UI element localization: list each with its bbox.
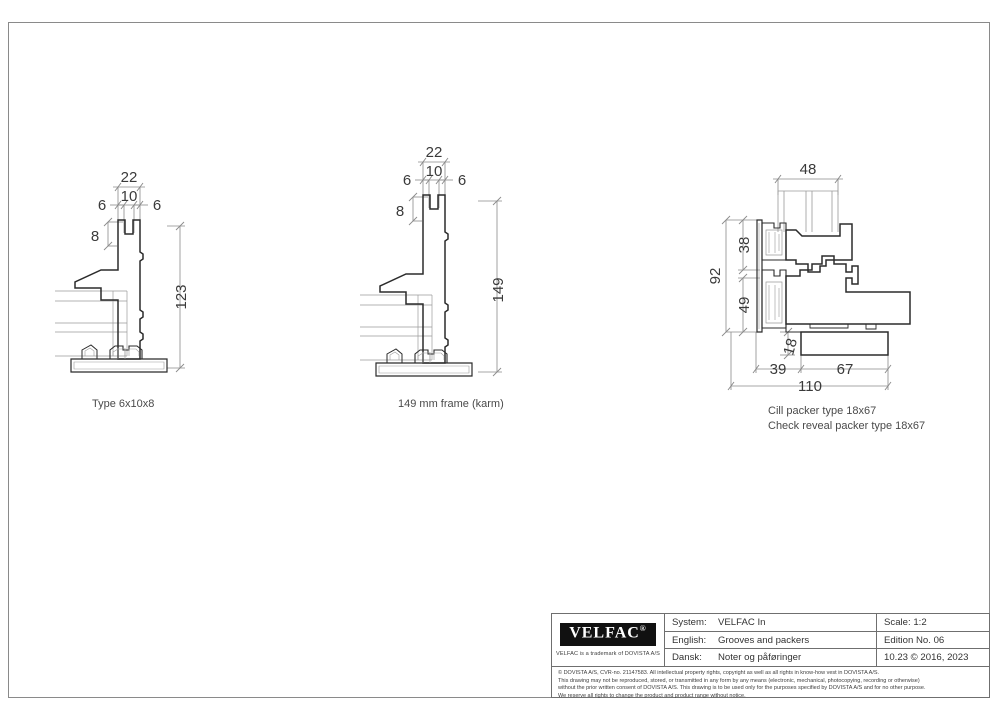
dansk-row: Dansk: Noter og påføringer bbox=[665, 649, 876, 666]
title-block: VELFAC® VELFAC is a trademark of DOVISTA… bbox=[551, 613, 990, 700]
date-copyright-row: 10.23 © 2016, 2023 bbox=[884, 652, 969, 664]
drawing-1-caption: Type 6x10x8 bbox=[92, 394, 154, 412]
copyright-block: © DOVISTA A/S, CVR-no. 21147583. All int… bbox=[552, 666, 989, 700]
logo-cell: VELFAC® VELFAC is a trademark of DOVISTA… bbox=[552, 614, 665, 666]
drawing-3-figure: 48 38 92 49 18 39 67 110 bbox=[707, 161, 911, 395]
sill-detail bbox=[70, 344, 168, 373]
english-label: English: bbox=[672, 634, 707, 646]
page-border bbox=[8, 22, 990, 698]
glazing-unit-lines bbox=[777, 190, 839, 232]
dim-10: 10 bbox=[426, 163, 443, 180]
dim-49: 49 bbox=[736, 297, 753, 314]
frame-profile-outline bbox=[785, 255, 911, 325]
drawing-2-caption: 149 mm frame (karm) bbox=[398, 394, 504, 412]
dim-6-left: 6 bbox=[98, 197, 106, 214]
dim-48: 48 bbox=[800, 161, 817, 178]
dim-18: 18 bbox=[780, 337, 801, 358]
dim-8: 8 bbox=[396, 203, 404, 220]
dansk-label: Dansk: bbox=[672, 652, 702, 664]
caption-line-1: Cill packer type 18x67 bbox=[768, 405, 877, 417]
drawing-1-figure: 22 10 6 6 8 123 bbox=[55, 169, 190, 373]
dim-149: 149 bbox=[490, 277, 507, 302]
dim-39: 39 bbox=[770, 361, 787, 378]
dim-110: 110 bbox=[798, 378, 822, 395]
glazing-lines-left bbox=[360, 294, 433, 361]
trademark-note: VELFAC is a trademark of DOVISTA A/S bbox=[556, 650, 660, 657]
dim-6-right: 6 bbox=[153, 197, 161, 214]
title-block-right: Scale: 1:2 Edition No. 06 10.23 © 2016, … bbox=[877, 614, 989, 666]
frame-profile-outline bbox=[379, 194, 449, 364]
caption-line-2: Check reveal packer type 18x67 bbox=[768, 419, 926, 432]
dim-123: 123 bbox=[173, 284, 190, 309]
english-row: English: Grooves and packers bbox=[665, 632, 876, 650]
dim-6-right: 6 bbox=[458, 172, 466, 189]
system-row: System: VELFAC In bbox=[665, 614, 876, 632]
dim-22: 22 bbox=[121, 169, 138, 186]
dim-67: 67 bbox=[837, 361, 854, 378]
dim-10: 10 bbox=[121, 188, 138, 205]
english-value: Grooves and packers bbox=[718, 634, 810, 646]
aluminium-cladding bbox=[756, 219, 787, 333]
caption-text: Type 6x10x8 bbox=[92, 398, 155, 410]
scale-row: Scale: 1:2 bbox=[877, 614, 989, 632]
dim-8: 8 bbox=[91, 228, 99, 245]
sash-profile-outline bbox=[785, 223, 853, 273]
title-block-middle: System: VELFAC In English: Grooves and p… bbox=[665, 614, 877, 666]
logo-wordmark: VELFAC bbox=[569, 624, 640, 642]
copyright-line-3: without the prior written consent of DOV… bbox=[558, 685, 926, 692]
glazing-lines-left bbox=[55, 290, 128, 357]
dansk-value: Noter og påføringer bbox=[718, 652, 802, 664]
frame-profile-outline bbox=[74, 219, 144, 360]
edition-row: Edition No. 06 bbox=[877, 632, 989, 650]
dim-92: 92 bbox=[707, 268, 724, 285]
dimension-lines-group bbox=[408, 157, 502, 377]
system-value: VELFAC In bbox=[718, 616, 766, 628]
dimension-lines-group bbox=[721, 174, 892, 391]
registered-mark-icon: ® bbox=[639, 624, 647, 634]
packer-block bbox=[785, 323, 910, 356]
copyright-line-1: © DOVISTA A/S, CVR-no. 21147583. All int… bbox=[558, 670, 880, 676]
title-block-top: VELFAC® VELFAC is a trademark of DOVISTA… bbox=[552, 614, 989, 666]
system-label: System: bbox=[672, 616, 707, 628]
sill-detail bbox=[375, 348, 473, 377]
dimension-lines-group bbox=[103, 182, 185, 373]
dim-38: 38 bbox=[736, 237, 753, 254]
dim-22: 22 bbox=[426, 144, 443, 161]
drawing-2-figure: 22 10 6 6 8 149 bbox=[360, 144, 507, 377]
dim-6-left: 6 bbox=[403, 172, 411, 189]
caption-text: 149 mm frame (karm) bbox=[398, 398, 504, 410]
drawing-3-caption: Cill packer type 18x67 Check reveal pack… bbox=[768, 404, 925, 434]
copyright-line-2: This drawing may not be reproduced, stor… bbox=[558, 677, 920, 684]
copyright-line-4: We reserve all rights to change the prod… bbox=[558, 692, 746, 699]
velfac-logo: VELFAC® bbox=[560, 623, 656, 646]
